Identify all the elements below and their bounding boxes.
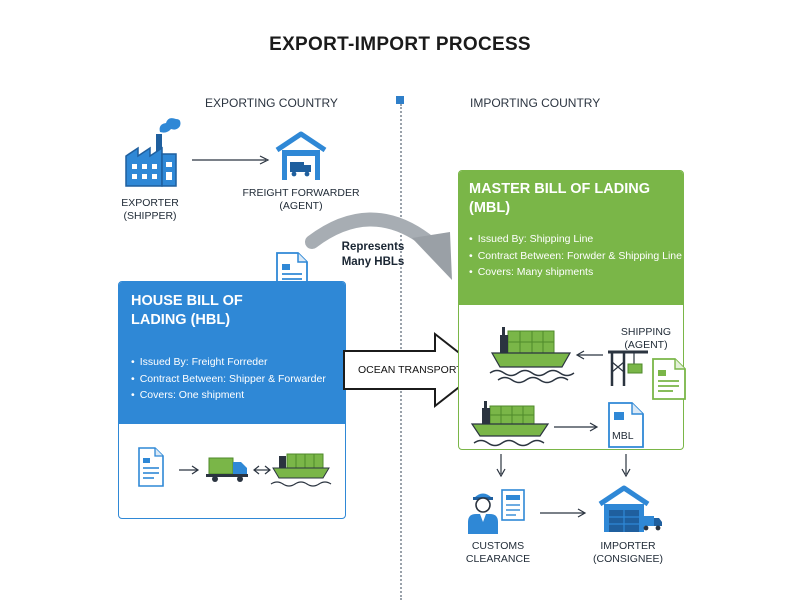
mbl-document-label: MBL <box>612 430 634 442</box>
importer-caption: IMPORTER (CONSIGNEE) <box>578 540 678 566</box>
arrow-ship-to-mbl <box>554 422 599 432</box>
hbl-bullet: Contract Between: Shipper & Forwarder <box>131 371 326 388</box>
hbl-bullet: Issued By: Freight Forreder <box>131 354 326 371</box>
page-title: EXPORT-IMPORT PROCESS <box>269 34 531 55</box>
shipping-agent-line2: (AGENT) <box>624 339 668 351</box>
document-icon <box>138 447 164 487</box>
arrow-down-to-customs <box>496 454 506 478</box>
mbl-title-line2: (MBL) <box>469 200 511 216</box>
divider-marker <box>396 96 404 104</box>
customs-line2: CLEARANCE <box>465 553 531 565</box>
arrow-customs-to-importer <box>540 508 587 518</box>
importer-line2: (CONSIGNEE) <box>592 553 663 565</box>
shipping-agent-caption: SHIPPING (AGENT) <box>612 326 680 352</box>
hbl-card: HOUSE BILL OF LADING (HBL) Issued By: Fr… <box>118 281 346 519</box>
represents-line2: Many HBLs <box>341 256 405 268</box>
exporting-country-label: EXPORTING COUNTRY <box>205 96 338 110</box>
ship-icon <box>489 327 575 384</box>
exporter-caption: EXPORTER (SHIPPER) <box>100 197 200 223</box>
double-arrow-icon <box>253 465 271 475</box>
arrow-exporter-to-forwarder <box>192 155 270 165</box>
represents-line1: Represents <box>341 241 405 253</box>
hbl-title-line2: LADING (HBL) <box>131 312 231 328</box>
ocean-transport-label: OCEAN TRANSPORT <box>358 364 463 376</box>
mbl-bullet: Covers: Many shipments <box>469 264 682 281</box>
mbl-title-line1: MASTER BILL OF LADING <box>469 181 650 197</box>
hbl-flow-icons <box>138 447 332 487</box>
shipping-agent-line1: SHIPPING <box>620 326 672 338</box>
mbl-card: MASTER BILL OF LADING (MBL) Issued By: S… <box>458 170 684 450</box>
mbl-title: MASTER BILL OF LADING (MBL) <box>469 180 679 218</box>
ship-icon <box>270 453 332 487</box>
importing-country-label: IMPORTING COUNTRY <box>470 96 601 110</box>
mbl-bullet: Contract Between: Forwder & Shipping Lin… <box>469 248 682 265</box>
truck-icon <box>206 457 248 482</box>
hbl-bullets: Issued By: Freight Forreder Contract Bet… <box>131 354 326 404</box>
represents-label: Represents Many HBLs <box>318 240 428 270</box>
customs-line1: CUSTOMS <box>471 540 525 552</box>
crane-icon <box>608 350 648 386</box>
mbl-bullets: Issued By: Shipping Line Contract Betwee… <box>469 231 682 281</box>
hbl-bullet: Covers: One shipment <box>131 387 326 404</box>
exporter-line2: (SHIPPER) <box>123 210 177 222</box>
arrow-agent-to-ship <box>575 350 603 360</box>
mbl-document-icon <box>608 402 644 448</box>
factory-icon <box>122 116 182 193</box>
curved-arrow-icon <box>305 212 452 280</box>
freight-forwarder-caption: FREIGHT FORWARDER (AGENT) <box>228 187 374 213</box>
warehouse-icon <box>275 131 327 187</box>
ship-icon <box>470 401 550 447</box>
hbl-title: HOUSE BILL OF LADING (HBL) <box>131 292 331 330</box>
freight-forwarder-line2: (AGENT) <box>279 200 323 212</box>
freight-forwarder-line1: FREIGHT FORWARDER <box>242 187 360 199</box>
mbl-bullet: Issued By: Shipping Line <box>469 231 682 248</box>
customs-caption: CUSTOMS CLEARANCE <box>450 540 546 566</box>
customs-officer-icon <box>468 489 525 534</box>
exporter-line1: EXPORTER <box>121 197 179 209</box>
hbl-title-line1: HOUSE BILL OF <box>131 293 243 309</box>
arrow-icon <box>179 465 200 475</box>
importer-line1: IMPORTER <box>600 540 656 552</box>
arrow-down-to-importer <box>621 454 631 478</box>
document-icon <box>652 358 686 400</box>
warehouse-icon <box>598 485 662 532</box>
